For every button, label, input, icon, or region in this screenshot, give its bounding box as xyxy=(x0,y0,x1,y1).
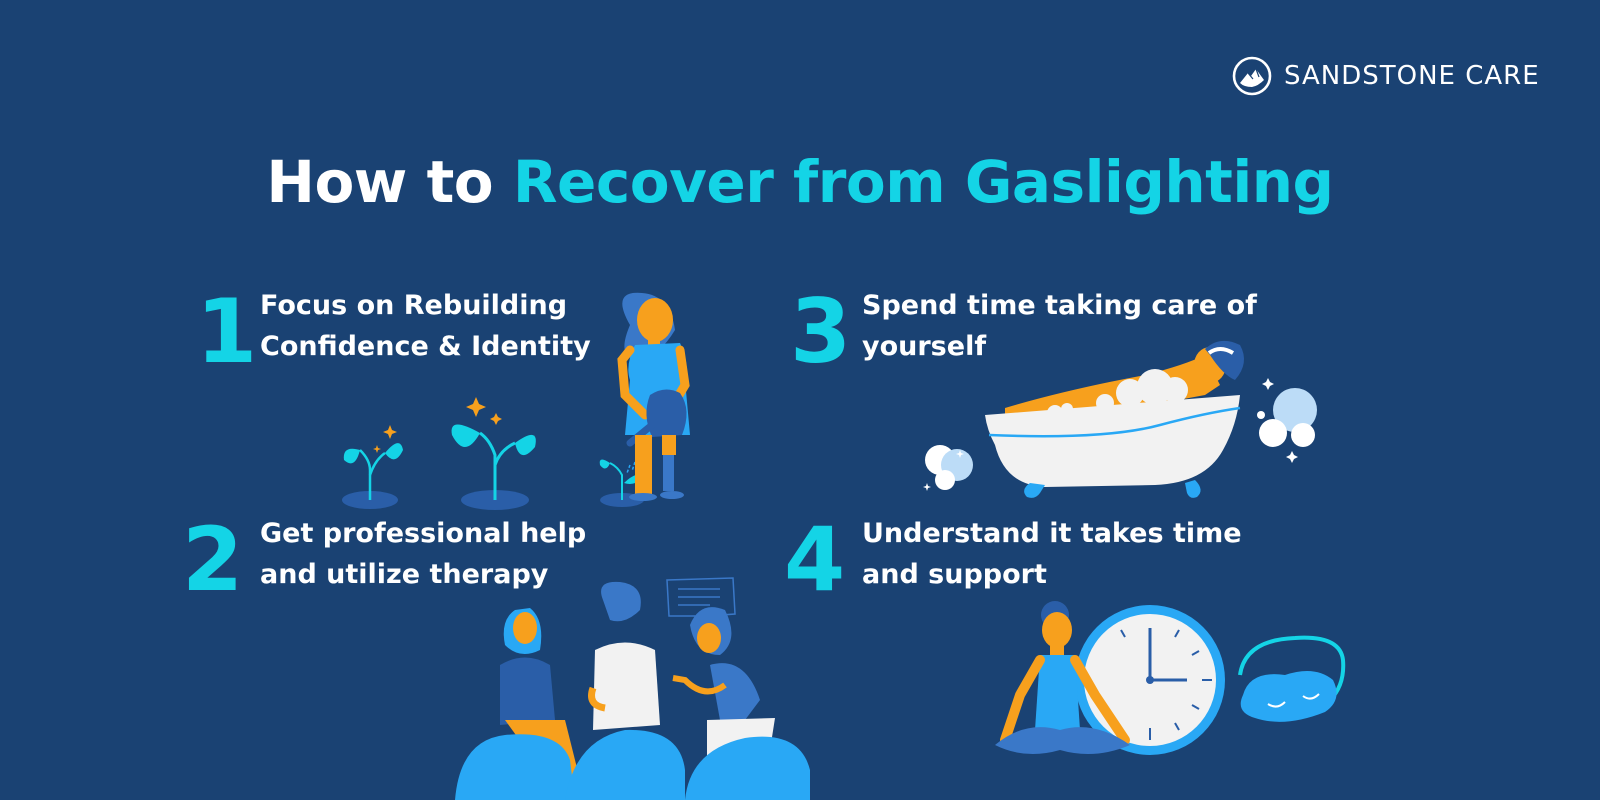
brand-name: SANDSTONE CARE xyxy=(1284,61,1540,91)
step-1-line-2: Confidence & Identity xyxy=(260,331,591,362)
step-4-line-2: and support xyxy=(862,559,1047,590)
group-therapy-illustration xyxy=(455,577,810,800)
meditating-woman-figure xyxy=(995,601,1130,754)
step-2-line-1: Get professional help xyxy=(260,518,587,549)
woman-figure xyxy=(617,292,690,501)
step-4-text: Understand it takes time and support xyxy=(862,513,1242,595)
step-2-text: Get professional help and utilize therap… xyxy=(260,513,586,595)
step-2-line-2: and utilize therapy xyxy=(260,559,549,590)
title-prefix: How to xyxy=(266,148,494,216)
step-1-number: 1 xyxy=(196,280,258,383)
title-accent: Recover from Gaslighting xyxy=(512,148,1334,216)
woman-in-bathtub-illustration xyxy=(923,340,1317,498)
mountain-circle-icon xyxy=(1232,56,1272,96)
bubbles-left-icon xyxy=(923,445,973,491)
step-1-line-1: Focus on Rebuilding xyxy=(260,290,568,321)
woman-watering-plants-illustration xyxy=(342,292,690,510)
step-1-text: Focus on Rebuilding Confidence & Identit… xyxy=(260,285,591,367)
bubbles-right-icon xyxy=(1257,378,1317,463)
step-3-line-1: Spend time taking care of xyxy=(862,290,1257,321)
step-4-number: 4 xyxy=(784,508,846,611)
sleep-mask-icon xyxy=(1238,635,1346,722)
sprout-small-icon xyxy=(342,425,403,509)
meditation-clock-mask-illustration xyxy=(995,601,1346,755)
step-3-text: Spend time taking care of yourself xyxy=(862,285,1257,367)
sprout-large-icon xyxy=(451,397,536,510)
step-3-number: 3 xyxy=(790,280,852,383)
brand-logo: SANDSTONE CARE xyxy=(1232,56,1540,96)
step-2-number: 2 xyxy=(182,508,244,611)
step-4-line-1: Understand it takes time xyxy=(862,518,1242,549)
page-title: How to Recover from Gaslighting xyxy=(0,148,1600,216)
step-3-line-2: yourself xyxy=(862,331,987,362)
